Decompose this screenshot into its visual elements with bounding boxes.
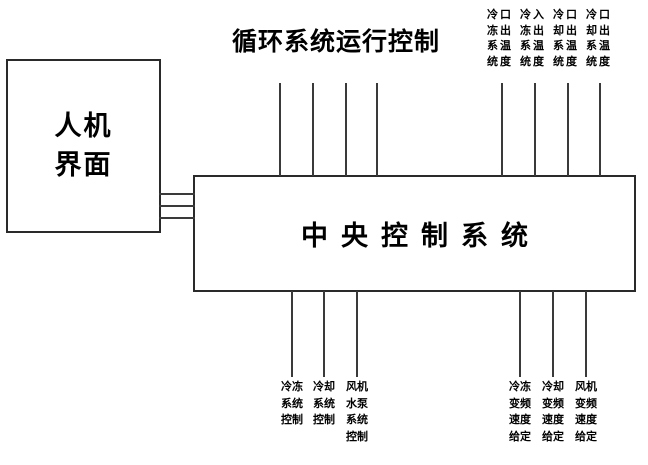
top-right-line-1 <box>501 83 503 176</box>
hmi-label-line-1: 人机 <box>54 110 113 142</box>
page-title: 循环系统运行控制 <box>231 27 440 56</box>
sensor-label-col-1: 冷 冻 系 统 <box>520 7 531 69</box>
char: 系 <box>487 39 498 53</box>
label-line: 给定 <box>542 430 564 444</box>
label-line: 风机 <box>346 380 368 393</box>
hmi-label-line-2: 界面 <box>54 150 113 181</box>
label-line: 冷冻 <box>281 380 303 393</box>
central-control-system-label: 中央控制系统 <box>301 221 541 252</box>
char: 温 <box>500 39 511 53</box>
output-label-cooling-system-control: 冷却 系统 控制 <box>307 379 341 429</box>
char: 冷 <box>553 8 564 21</box>
sensor-label-col-2: 口 出 温 度 <box>599 7 610 69</box>
output-label-fan-vfd-speed-setpoint: 风机 变频 速度 给定 <box>569 379 603 446</box>
char: 度 <box>533 54 544 68</box>
output-label-cooling-vfd-speed-setpoint: 冷却 变频 速度 给定 <box>536 379 570 446</box>
char: 系 <box>586 39 597 53</box>
char: 冻 <box>487 23 498 37</box>
char: 统 <box>520 54 531 68</box>
label-line: 风机 <box>575 380 597 393</box>
char: 度 <box>500 54 511 68</box>
sensor-label-cooling-outlet-temp-2: 冷 却 系 统 口 出 温 度 <box>586 7 610 69</box>
central-control-system-block[interactable]: 中央控制系统 <box>193 175 636 292</box>
output-label-chilled-vfd-speed-setpoint: 冷冻 变频 速度 给定 <box>503 379 537 446</box>
top-right-line-2 <box>534 83 536 176</box>
label-line: 速度 <box>542 413 564 427</box>
char: 统 <box>487 54 498 68</box>
bottom-right-line-1 <box>519 291 521 377</box>
output-label-fan-pump-system-control: 风机 水泵 系统 控制 <box>340 379 374 446</box>
sensor-label-cooling-outlet-temp: 冷 却 系 统 口 出 温 度 <box>553 7 577 69</box>
char: 入 <box>533 8 544 21</box>
char: 度 <box>566 54 577 68</box>
label-line: 冷冻 <box>509 380 531 393</box>
label-line: 系统 <box>346 413 368 427</box>
char: 冻 <box>520 23 531 37</box>
top-right-line-4 <box>599 83 601 176</box>
char: 口 <box>566 8 577 21</box>
char: 系 <box>520 39 531 53</box>
label-line: 水泵 <box>346 396 368 410</box>
label-line: 变频 <box>575 396 597 410</box>
bottom-right-line-2 <box>552 291 554 377</box>
sensor-label-col-2: 入 出 温 度 <box>533 7 544 69</box>
char: 出 <box>533 23 544 37</box>
hmi-bus-line-3 <box>159 217 195 219</box>
label-line: 系统 <box>281 396 303 410</box>
top-center-line-2 <box>312 83 314 176</box>
hmi-bus-line-2 <box>159 205 195 207</box>
sensor-label-col-2: 口 出 温 度 <box>500 7 511 69</box>
sensor-label-col-1: 冷 冻 系 统 <box>487 7 498 69</box>
char: 度 <box>599 54 610 68</box>
bottom-left-line-1 <box>291 291 293 377</box>
label-line: 控制 <box>346 430 368 444</box>
sensor-label-chilled-outlet-temp: 冷 冻 系 统 口 出 温 度 <box>487 7 511 69</box>
char: 却 <box>553 23 564 37</box>
bottom-left-line-2 <box>323 291 325 377</box>
label-line: 给定 <box>509 430 531 444</box>
label-line: 控制 <box>281 413 303 427</box>
bottom-left-line-3 <box>356 291 358 377</box>
top-center-line-3 <box>345 83 347 176</box>
char: 冷 <box>520 8 531 21</box>
label-line: 变频 <box>542 396 564 410</box>
label-line: 变频 <box>509 396 531 410</box>
char: 温 <box>599 39 610 53</box>
label-line: 控制 <box>313 413 335 427</box>
char: 出 <box>599 23 610 37</box>
sensor-label-col-1: 冷 却 系 统 <box>553 7 564 69</box>
label-line: 速度 <box>509 413 531 427</box>
hmi-bus-line-1 <box>159 193 195 195</box>
sensor-label-col-2: 口 出 温 度 <box>566 7 577 69</box>
label-line: 冷却 <box>542 380 564 393</box>
char: 却 <box>586 23 597 37</box>
output-label-chilled-system-control: 冷冻 系统 控制 <box>275 379 309 429</box>
char: 温 <box>566 39 577 53</box>
char: 口 <box>500 8 511 21</box>
char: 冷 <box>586 8 597 21</box>
char: 冷 <box>487 8 498 21</box>
char: 出 <box>566 23 577 37</box>
char: 出 <box>500 23 511 37</box>
label-line: 给定 <box>575 430 597 444</box>
label-line: 速度 <box>575 413 597 427</box>
sensor-label-chilled-inlet-temp: 冷 冻 系 统 入 出 温 度 <box>520 7 544 69</box>
char: 温 <box>533 39 544 53</box>
label-line: 系统 <box>313 396 335 410</box>
char: 统 <box>553 54 564 68</box>
sensor-label-col-1: 冷 却 系 统 <box>586 7 597 69</box>
char: 统 <box>586 54 597 68</box>
top-center-line-4 <box>376 83 378 176</box>
char: 口 <box>599 8 610 21</box>
char: 系 <box>553 39 564 53</box>
top-right-line-3 <box>567 83 569 176</box>
top-center-line-1 <box>279 83 281 176</box>
label-line: 冷却 <box>313 380 335 393</box>
bottom-right-line-3 <box>585 291 587 377</box>
hmi-block[interactable]: 人机 界面 <box>6 59 161 233</box>
